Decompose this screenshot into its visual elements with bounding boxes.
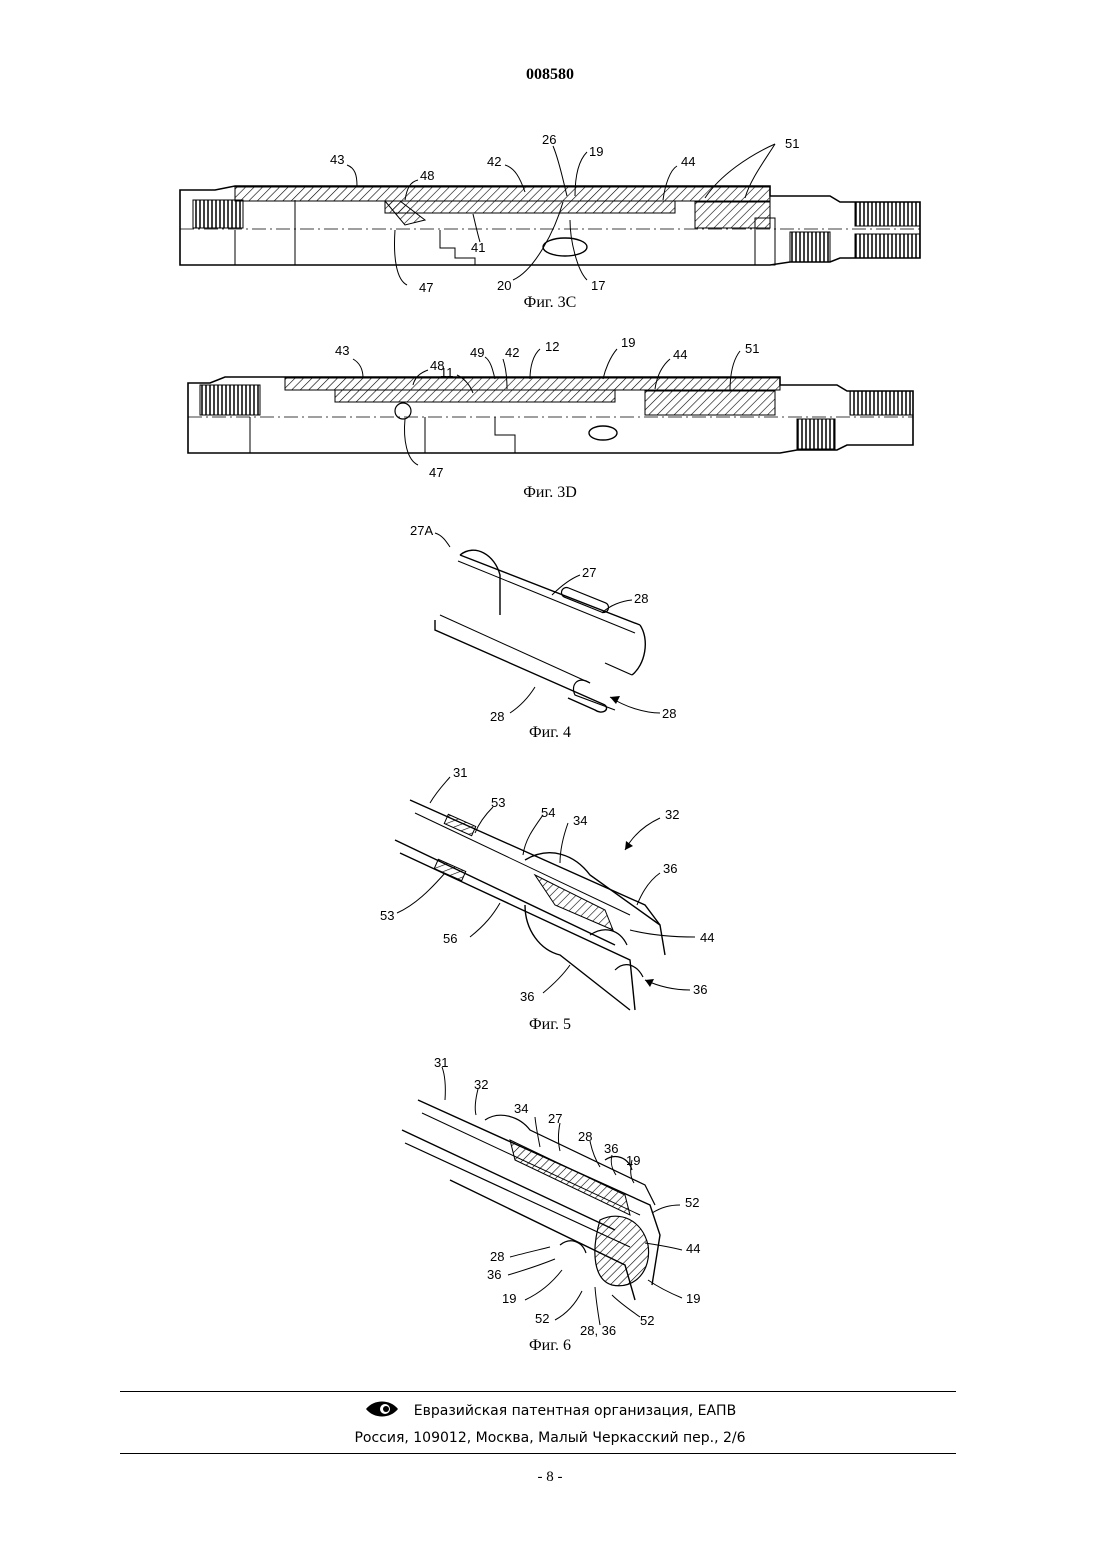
- figure-6-label-28-left: 28: [490, 1249, 504, 1264]
- figure-3c-label-42: 42: [487, 154, 501, 169]
- footer-top-rule: [120, 1391, 956, 1392]
- figure-4: 27A 27 28 28 28: [410, 515, 710, 725]
- figure-5-label-44: 44: [700, 930, 714, 945]
- figure-5-label-56: 56: [443, 931, 457, 946]
- figure-4-drawing: 27A 27 28 28 28: [410, 515, 710, 725]
- figure-6-label-52-right: 52: [685, 1195, 699, 1210]
- figure-5-label-53-top: 53: [491, 795, 505, 810]
- figure-6-label-36-top: 36: [604, 1141, 618, 1156]
- figure-5-label-36-right: 36: [663, 861, 677, 876]
- figure-5-label-36-arrow: 36: [693, 982, 707, 997]
- page-number: - 8 -: [0, 1469, 1100, 1486]
- figure-4-label-28-bottom: 28: [490, 709, 504, 724]
- figure-3d-label-19: 19: [621, 335, 635, 350]
- figure-3d-label-11: 11: [440, 365, 454, 380]
- figure-6-label-28-top: 28: [578, 1129, 592, 1144]
- figure-3d-drawing: 43 48 49 42 12 11 19 44 51 47: [185, 335, 925, 485]
- figure-3c-label-17: 17: [591, 278, 605, 293]
- figure-3c-label-19: 19: [589, 144, 603, 159]
- figure-3c-label-51: 51: [785, 136, 799, 151]
- figure-6-label-31: 31: [434, 1055, 448, 1070]
- figure-3c-caption: Фиг. 3C: [450, 294, 650, 312]
- figure-3d-label-51: 51: [745, 341, 759, 356]
- figure-6-label-19-left: 19: [502, 1291, 516, 1306]
- figure-5-label-32: 32: [665, 807, 679, 822]
- figure-5-drawing: 31 53 54 34 32 36 53 56 44 36 36: [375, 765, 735, 1015]
- footer-bottom-rule: [120, 1453, 956, 1454]
- figure-4-label-27a: 27A: [410, 523, 433, 538]
- figure-5-label-54: 54: [541, 805, 555, 820]
- figure-6-label-28-36: 28, 36: [580, 1323, 616, 1338]
- figure-3c-drawing: 43 48 42 26 19 44 51 41 47 20 17: [175, 130, 935, 300]
- figure-3c-label-47: 47: [419, 280, 433, 295]
- figure-4-label-28-top: 28: [634, 591, 648, 606]
- footer-organization: Евразийская патентная организация, ЕАПВ: [0, 1400, 1100, 1422]
- figure-3c-label-20: 20: [497, 278, 511, 293]
- figure-4-label-27: 27: [582, 565, 596, 580]
- figure-3c-label-26: 26: [542, 132, 556, 147]
- figure-3d-label-42: 42: [505, 345, 519, 360]
- eye-logo-icon: [364, 1400, 400, 1422]
- figure-6-caption: Фиг. 6: [450, 1337, 650, 1355]
- patent-number: 008580: [0, 66, 1100, 84]
- figure-3c: 43 48 42 26 19 44 51 41 47 20 17: [175, 130, 935, 300]
- figure-6-label-19-right: 19: [686, 1291, 700, 1306]
- figure-6-label-52-left: 52: [535, 1311, 549, 1326]
- figure-3d-label-43: 43: [335, 343, 349, 358]
- figure-3c-label-48: 48: [420, 168, 434, 183]
- figure-3c-label-43: 43: [330, 152, 344, 167]
- figure-6-label-44: 44: [686, 1241, 700, 1256]
- figure-5-caption: Фиг. 5: [450, 1016, 650, 1034]
- figure-3d-caption: Фиг. 3D: [450, 484, 650, 502]
- figure-6-label-34: 34: [514, 1101, 528, 1116]
- figure-5-label-31: 31: [453, 765, 467, 780]
- figure-3c-label-41: 41: [471, 240, 485, 255]
- figure-5: 31 53 54 34 32 36 53 56 44 36 36: [375, 765, 735, 1015]
- figure-6-label-52-bottom: 52: [640, 1313, 654, 1328]
- figure-3c-label-44: 44: [681, 154, 695, 169]
- figure-6-label-19-top: 19: [626, 1153, 640, 1168]
- figure-6-label-27: 27: [548, 1111, 562, 1126]
- figure-6-drawing: 31 32 34 27 28 36 19 52 44 28 36 19 52 2…: [390, 1055, 720, 1340]
- footer-address: Россия, 109012, Москва, Малый Черкасский…: [0, 1430, 1100, 1446]
- figure-5-label-36-bottom: 36: [520, 989, 534, 1004]
- figure-5-label-53-left: 53: [380, 908, 394, 923]
- figure-6: 31 32 34 27 28 36 19 52 44 28 36 19 52 2…: [390, 1055, 720, 1340]
- figure-5-label-34: 34: [573, 813, 587, 828]
- figure-4-label-28-arrow: 28: [662, 706, 676, 721]
- figure-6-label-32: 32: [474, 1077, 488, 1092]
- figure-3d-label-47: 47: [429, 465, 443, 480]
- figure-3d: 43 48 49 42 12 11 19 44 51 47: [185, 335, 925, 485]
- figure-3d-label-44: 44: [673, 347, 687, 362]
- figure-6-label-36-left: 36: [487, 1267, 501, 1282]
- figure-3d-label-49: 49: [470, 345, 484, 360]
- footer-organization-text: Евразийская патентная организация, ЕАПВ: [414, 1403, 736, 1419]
- figure-3d-label-12: 12: [545, 339, 559, 354]
- figure-4-caption: Фиг. 4: [450, 724, 650, 742]
